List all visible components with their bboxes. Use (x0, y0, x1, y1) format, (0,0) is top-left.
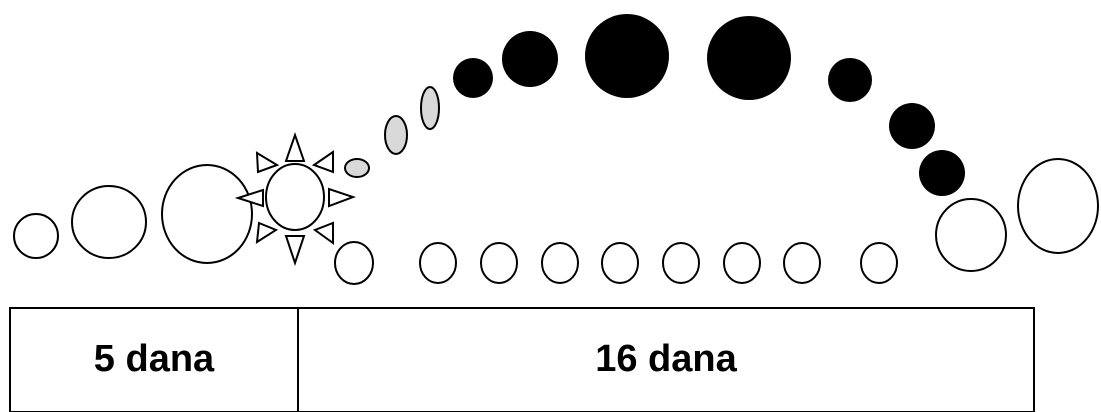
corpus-dark-medium-2 (828, 58, 872, 102)
ovulation-sun (238, 135, 353, 263)
sun-ray-icon (314, 152, 333, 172)
small-follicle-row (602, 243, 638, 283)
small-follicle-row (724, 243, 760, 283)
follicle-large-right-2 (1018, 159, 1098, 253)
growing-follicle (72, 186, 146, 258)
small-follicle-row (481, 243, 517, 283)
sun-ray-icon (315, 223, 333, 243)
corpus-early-medium (385, 116, 407, 154)
sun-ray-icon (286, 236, 304, 263)
small-follicle-row (420, 243, 456, 283)
small-follicle-row (784, 243, 820, 283)
sun-ray-icon (257, 153, 277, 172)
corpus-dark-small (453, 58, 493, 98)
segment-2-label: 16 dana (595, 338, 737, 380)
segment-1-label: 5 dana (94, 338, 215, 380)
corpus-early-small (345, 159, 369, 177)
corpus-dark-medium-3 (889, 103, 935, 149)
small-follicle (14, 214, 58, 258)
sun-ray-icon (329, 189, 353, 206)
corpus-dark-large-1 (585, 14, 669, 98)
small-follicle-row (861, 243, 897, 283)
small-follicle-row (542, 243, 578, 283)
follicle-large-right-1 (936, 199, 1006, 271)
corpus-dark-medium-4 (919, 150, 965, 196)
sun-ray-icon (257, 223, 276, 242)
mature-follicle (162, 165, 252, 263)
small-follicle-row (335, 242, 373, 284)
corpus-dark-large-2 (707, 16, 791, 100)
small-follicle-row (663, 243, 699, 283)
corpus-dark-medium (502, 31, 558, 87)
corpus-early-large (421, 87, 439, 129)
sun-ray-icon (286, 135, 304, 161)
ovulation-sun-core (266, 164, 324, 230)
